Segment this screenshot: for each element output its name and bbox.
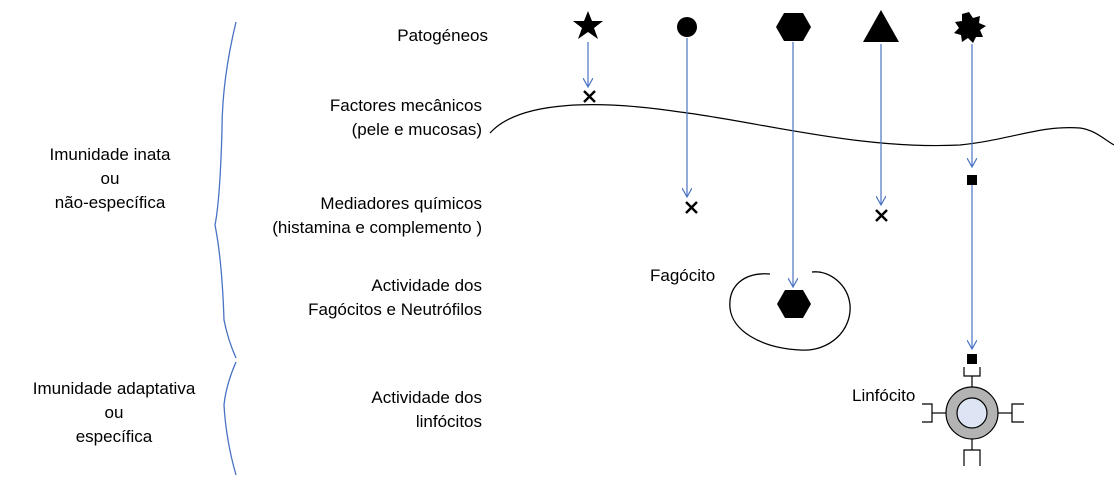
engulfed-hexagon-icon bbox=[777, 290, 811, 318]
adaptive-label-line3: específica bbox=[75, 427, 153, 446]
mechanical-factors-line2: (pele e mucosas) bbox=[351, 120, 482, 139]
mechanical-factors-label: Factores mecânicos (pele e mucosas) bbox=[250, 94, 482, 142]
blocked-x-icon bbox=[875, 209, 888, 222]
adaptive-label-line1: Imunidade adaptativa bbox=[32, 379, 196, 398]
phagocyte-label: Fagócito bbox=[650, 266, 716, 285]
hexagon-pathogen-icon bbox=[776, 13, 811, 41]
lymphocyte-activity-line2: linfócitos bbox=[415, 412, 482, 431]
chemical-mediators-label: Mediadores químicos (histamina e complem… bbox=[210, 192, 482, 240]
triangle-pathogen-icon bbox=[863, 10, 899, 42]
innate-label: Imunidade inata ou não-específica bbox=[30, 143, 190, 215]
innate-label-line3: não-específica bbox=[54, 193, 166, 212]
lymphocyte-activity-label: Actividade dos linfócitos bbox=[250, 386, 482, 434]
blocked-x-icon bbox=[685, 201, 698, 214]
phagocyte-outline bbox=[729, 271, 851, 351]
innate-label-line1: Imunidade inata bbox=[49, 145, 171, 164]
lymphocyte-activity-line1: Actividade dos bbox=[371, 388, 482, 407]
antigen-square-icon bbox=[967, 354, 977, 364]
phagocyte-activity-line2: Fagócitos e Neutrófilos bbox=[308, 300, 482, 319]
chemical-mediators-line1: Mediadores químicos bbox=[320, 194, 482, 213]
innate-brace bbox=[214, 21, 237, 359]
lymphocyte-label: Linfócito bbox=[852, 386, 916, 405]
adaptive-brace bbox=[223, 361, 237, 476]
pathogens-label: Patogéneos bbox=[397, 26, 488, 45]
innate-label-line2: ou bbox=[100, 169, 120, 188]
chemical-mediators-line2: (histamina e complemento ) bbox=[272, 218, 482, 237]
mechanical-factors-line1: Factores mecânicos bbox=[329, 96, 482, 115]
skin-barrier-line bbox=[489, 104, 1114, 147]
adaptive-label-line2: ou bbox=[104, 403, 124, 422]
star-pathogen-icon bbox=[573, 11, 603, 39]
phagocyte-activity-line1: Actividade dos bbox=[371, 276, 482, 295]
antigen-square-icon bbox=[967, 175, 977, 185]
circle-pathogen-icon bbox=[677, 17, 697, 37]
phagocyte-activity-label: Actividade dos Fagócitos e Neutrófilos bbox=[250, 274, 482, 322]
blocked-x-icon bbox=[583, 90, 596, 103]
burst-pathogen-icon bbox=[954, 12, 986, 43]
lymphocyte-cell bbox=[922, 367, 1024, 466]
adaptive-label: Imunidade adaptativa ou específica bbox=[4, 377, 224, 449]
